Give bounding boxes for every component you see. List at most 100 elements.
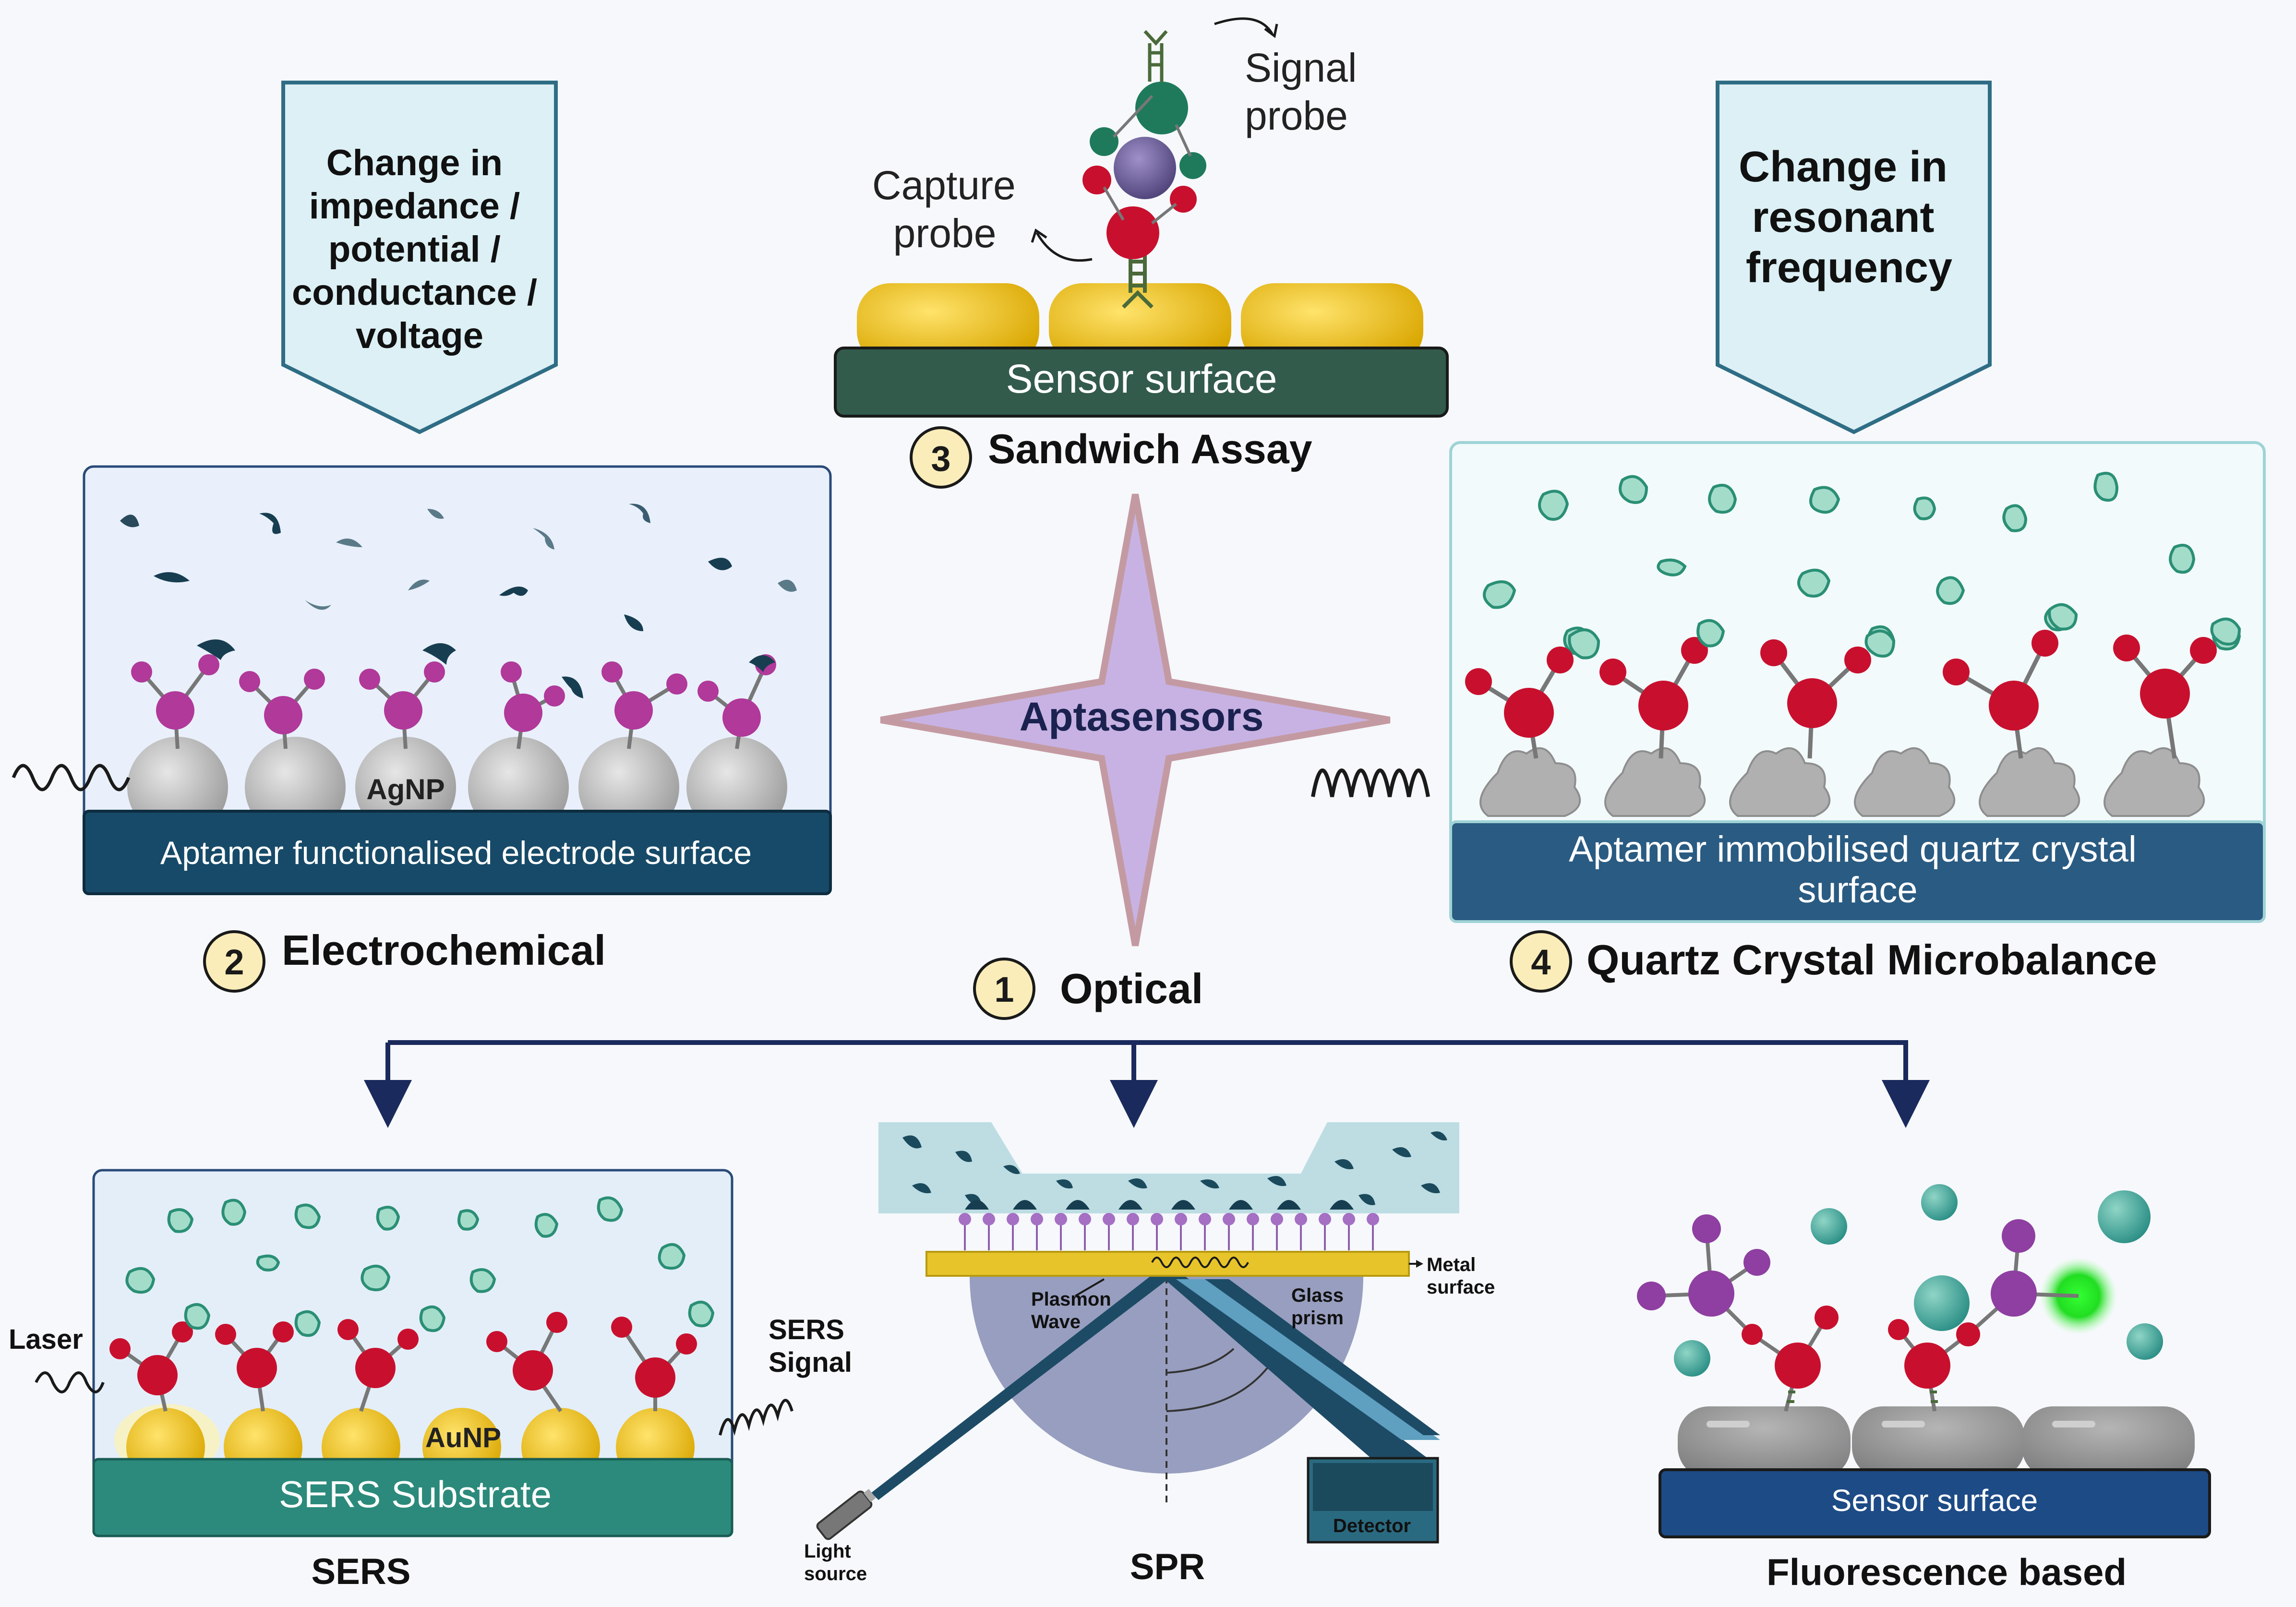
svg-text:Capture probe: Capture probe — [872, 163, 1027, 256]
sers-signal-wave — [719, 1399, 793, 1436]
glass-prism-line-1: Glass — [1291, 1285, 1344, 1306]
capture-probe-red-small-2 — [1170, 186, 1197, 213]
svg-text:Metal surface: Metal surface — [1427, 1254, 1495, 1298]
sers-substrate — [92, 1458, 733, 1537]
signal-probe-teal — [1135, 82, 1188, 134]
qcm-panel: Aptamer immobilised quartz crystal surfa… — [1311, 441, 2266, 993]
electro-callout-line-3: potential / — [328, 229, 501, 270]
fluor-pills — [1678, 1406, 2195, 1478]
svg-text:Change in impedance /: Change in impedance / potential / conduc… — [292, 143, 547, 356]
electro-callout-line-4: conductance / — [292, 272, 537, 313]
signal-probe-teal-small-2 — [1179, 152, 1206, 179]
electro-targets — [120, 504, 797, 631]
sers-signal-line-2: Signal — [769, 1347, 852, 1378]
qcm-callout: Change in resonant frequency — [1716, 81, 1992, 434]
electro-signal-wave — [12, 764, 131, 792]
qcm-surface — [1449, 820, 2266, 923]
fluor-aptamer-left — [1637, 1214, 1839, 1412]
optical-branch-arrows — [364, 1040, 1930, 1128]
sandwich-title: Sandwich Assay — [988, 426, 1312, 472]
sandwich-gold-pill-3 — [1241, 283, 1423, 365]
qcm-signal-wave — [1311, 768, 1430, 797]
signal-aptamer — [1143, 30, 1168, 82]
electro-callout: Change in impedance / potential / conduc… — [281, 81, 558, 434]
fluor-surface-label: Sensor surface — [1831, 1483, 2038, 1518]
sers-targets — [125, 1196, 686, 1294]
incident-beam — [871, 1277, 1171, 1500]
electrode-surface-label: Aptamer functionalised electrode surface — [160, 835, 752, 871]
qcm-surface-line-2: surface — [1798, 870, 1917, 911]
qcm-number: 4 — [1531, 942, 1551, 982]
svg-text:Light source: Light source — [804, 1541, 867, 1584]
optical-badge — [973, 958, 1035, 1020]
sers-panel: AuNP SERS Sub — [9, 1169, 852, 1592]
plasmon-wave-line-2: Wave — [1031, 1311, 1081, 1332]
optical-header: 1 Optical — [364, 958, 1930, 1128]
light-source-line-2: source — [804, 1563, 867, 1584]
sandwich-surface-label: Sensor surface — [1006, 356, 1277, 401]
electro-number: 2 — [224, 942, 244, 982]
sandwich-badge — [910, 426, 972, 489]
light-source-line-1: Light — [804, 1541, 851, 1562]
spr-panel: Detector Light source Metal surface Plas… — [804, 1122, 1495, 1587]
electro-callout-line-5: voltage — [356, 315, 483, 356]
electro-title: Electrochemical — [282, 926, 606, 974]
electrochemical-panel: AgNP — [12, 465, 832, 993]
plasmon-wave-line-1: Plasmon — [1031, 1289, 1111, 1310]
qcm-surface-line-1: Aptamer immobilised quartz crystal — [1569, 829, 2137, 870]
electro-callout-line-1: Change in — [326, 143, 503, 183]
capture-probe-line-1: Capture — [872, 163, 1016, 208]
qcm-badge — [1510, 930, 1572, 993]
capture-probe-line-2: probe — [893, 211, 997, 256]
electro-badge — [203, 930, 265, 993]
sandwich-gold-pill-2 — [1049, 283, 1231, 365]
qcm-aptamers — [1465, 603, 2241, 759]
laser-label: Laser — [9, 1324, 83, 1355]
electro-aptamers — [131, 639, 776, 749]
svg-text:SERS Signal: SERS Signal — [769, 1314, 852, 1378]
svg-text:Plasmon Wave: Plasmon Wave — [1031, 1289, 1117, 1332]
capture-probe-arrow — [1035, 232, 1093, 262]
fluor-sensor-surface — [1659, 1468, 2211, 1538]
signal-probe-line-2: probe — [1245, 93, 1348, 138]
detector-label: Detector — [1333, 1515, 1411, 1536]
metal-surface-line-1: Metal — [1427, 1254, 1476, 1275]
qcm-title: Quartz Crystal Microbalance — [1587, 936, 2157, 983]
signal-probe-line-1: Signal — [1245, 45, 1357, 90]
spr-binders — [959, 1200, 1379, 1250]
spr-flow-cell — [878, 1122, 1459, 1213]
aptasensors-star: Aptasensors — [880, 493, 1391, 947]
svg-text:Glass prism: Glass prism — [1291, 1285, 1349, 1329]
metal-surface — [926, 1251, 1410, 1277]
signal-probe-teal-small-1 — [1090, 127, 1118, 156]
target-analyte-ball — [1114, 137, 1176, 199]
sandwich-sensor-surface — [834, 347, 1449, 418]
sers-aptamers — [109, 1300, 715, 1413]
sers-signal-line-1: SERS — [769, 1314, 844, 1345]
svg-text:Aptamer immobilised quartz cry: Aptamer immobilised quartz crystal surfa… — [1569, 829, 2147, 911]
fluorescence-panel: Sensor surface Fluorescence based — [1637, 1184, 2211, 1593]
spr-title: SPR — [1130, 1547, 1205, 1587]
sandwich-number: 3 — [931, 439, 950, 479]
metal-surface-line-2: surface — [1427, 1277, 1495, 1298]
reflected-beam — [1162, 1277, 1435, 1464]
electro-callout-line-2: impedance / — [309, 186, 520, 227]
light-source — [816, 1488, 876, 1540]
svg-text:Signal probe: Signal probe — [1245, 45, 1368, 138]
capture-probe-red — [1106, 206, 1159, 259]
qcm-callout-line-2: resonant — [1752, 193, 1934, 241]
aunp-label: AuNP — [425, 1422, 501, 1453]
sers-title: SERS — [312, 1551, 411, 1592]
sers-substrate-label: SERS Substrate — [279, 1473, 552, 1515]
sandwich-gold-pill-1 — [857, 283, 1039, 365]
fluor-free-teal — [1674, 1184, 2163, 1377]
fluor-aptamer-right — [1888, 1219, 2117, 1412]
agnp-label: AgNP — [366, 773, 445, 805]
optical-title: Optical — [1060, 965, 1203, 1012]
fluor-title: Fluorescence based — [1767, 1551, 2127, 1593]
qcm-callout-line-1: Change in — [1739, 143, 1947, 191]
sandwich-assay: Sensor surface Signal probe — [834, 17, 1449, 489]
svg-text:Change in resonant: Change in resonant frequency — [1739, 143, 1959, 292]
qcm-crystals — [1479, 747, 2205, 817]
